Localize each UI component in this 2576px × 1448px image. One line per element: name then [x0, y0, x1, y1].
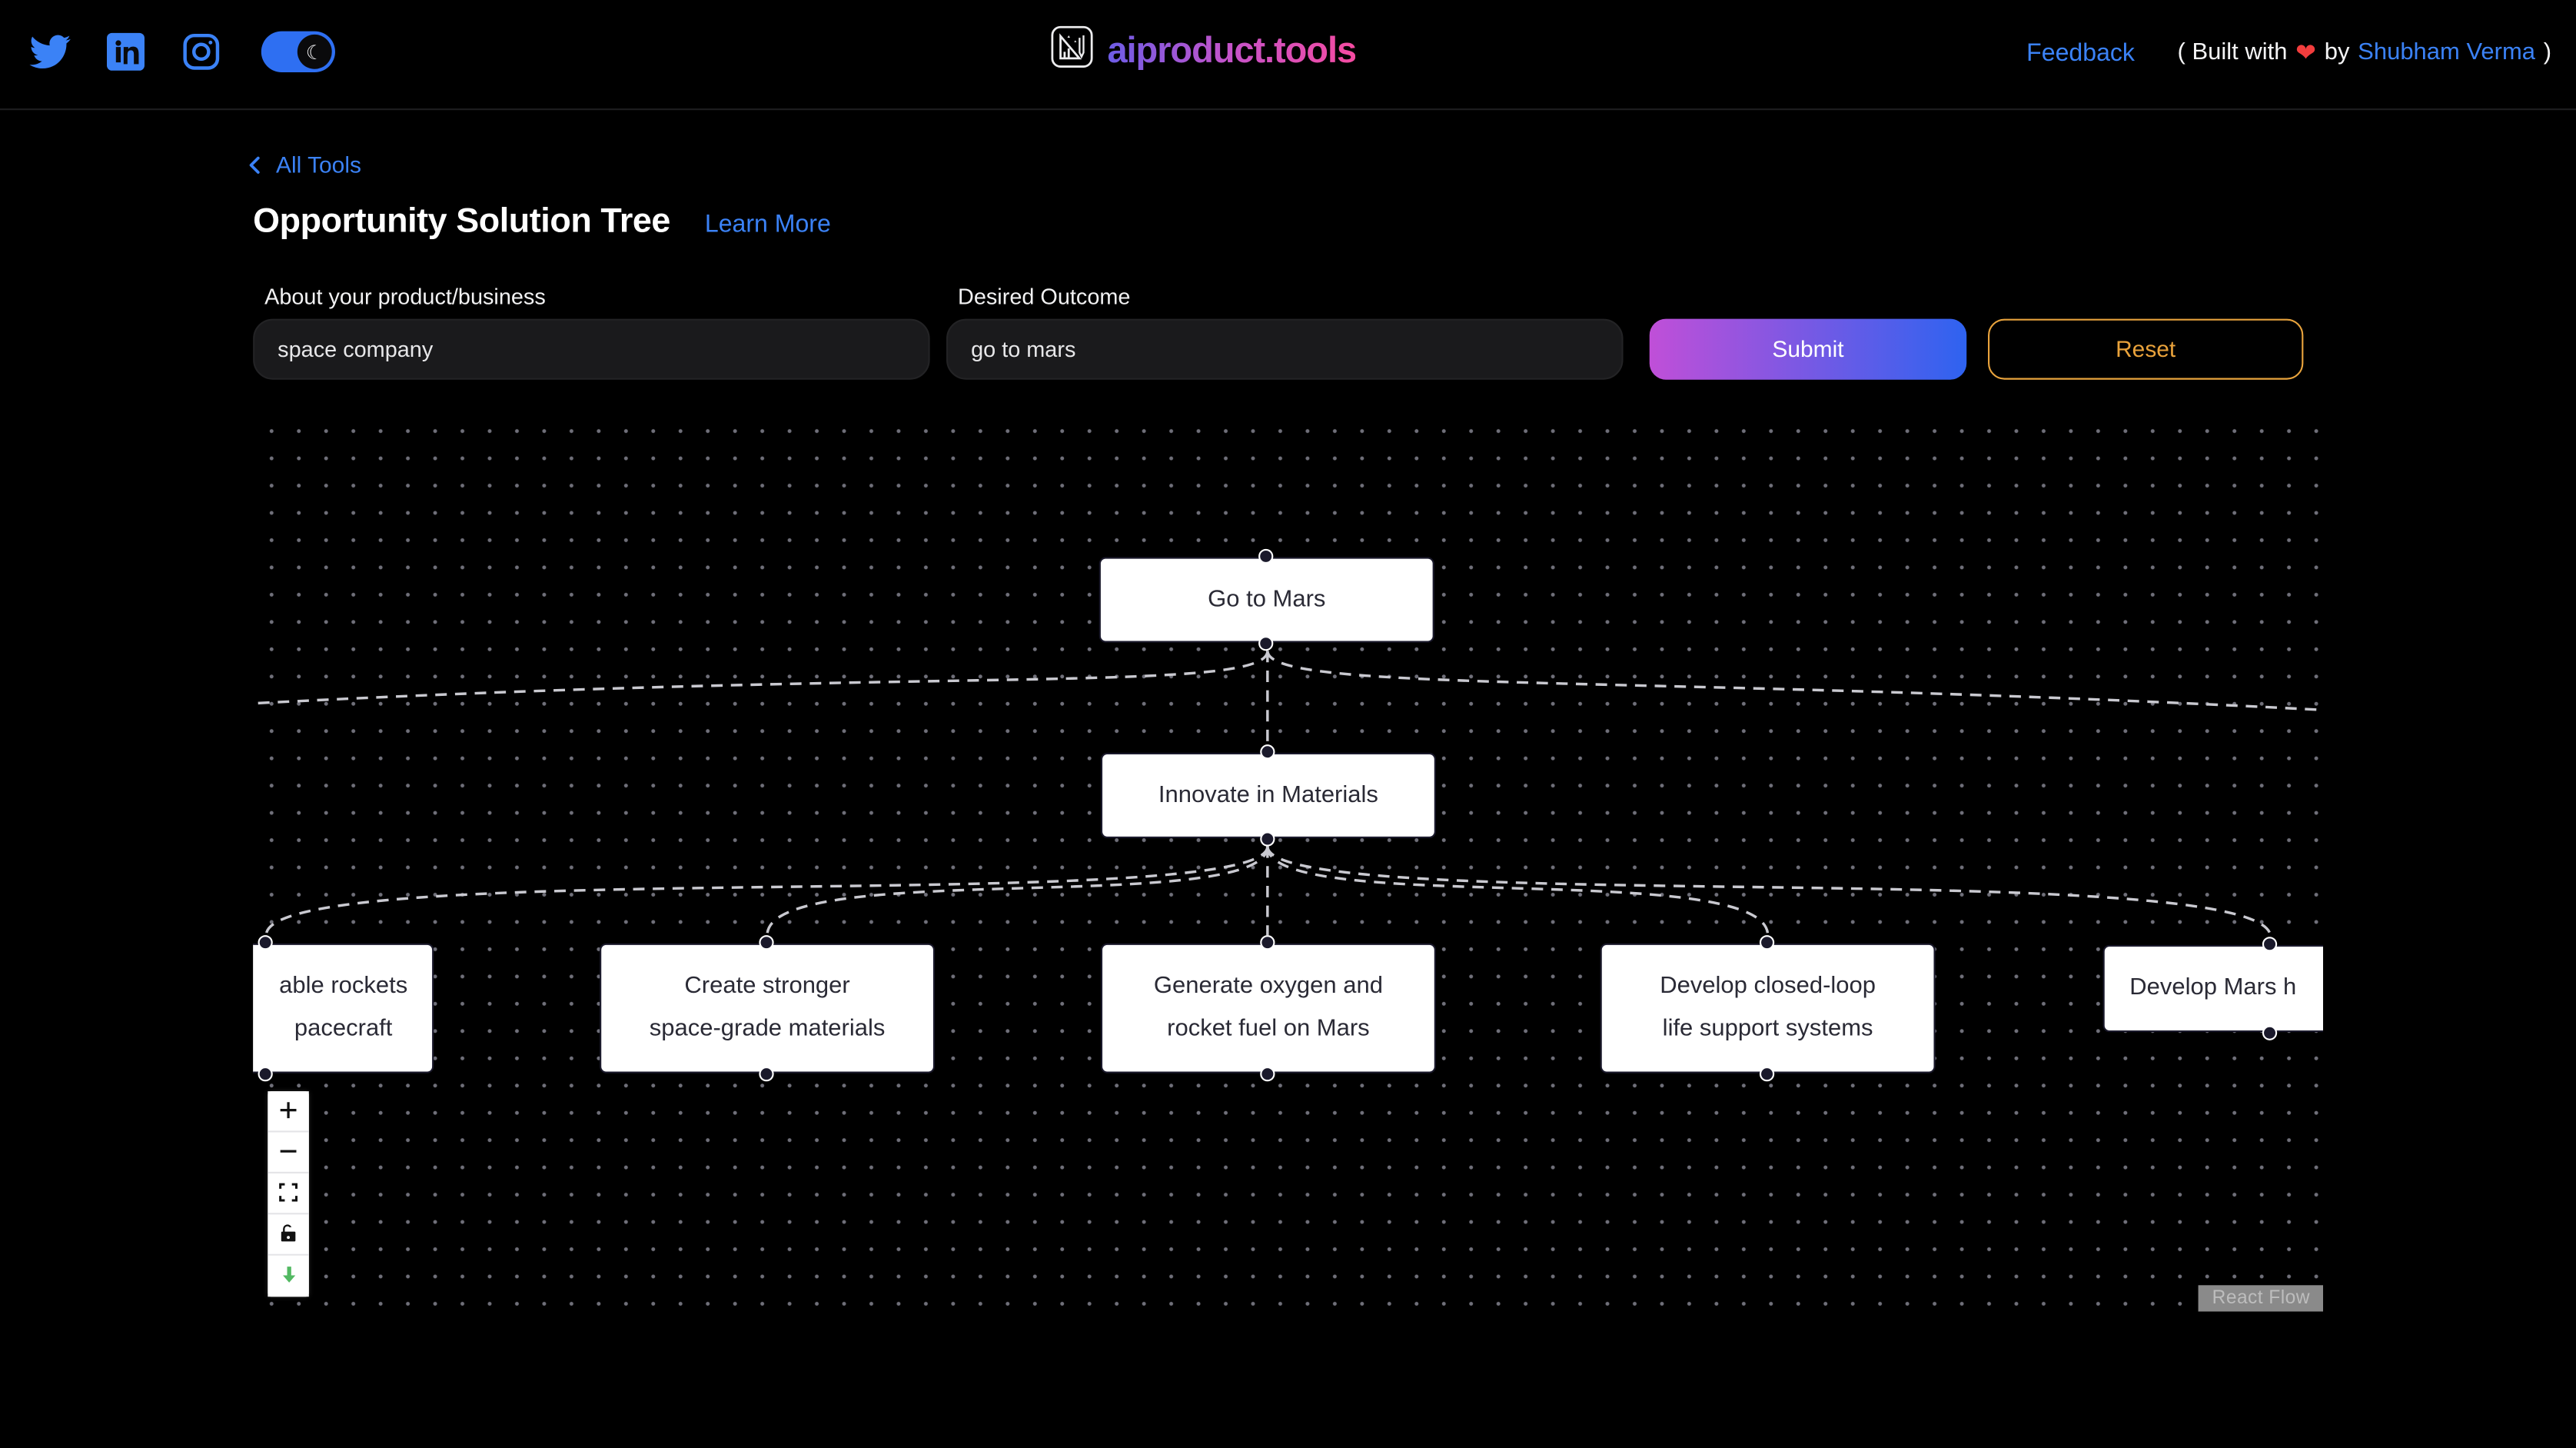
built-with-suffix: ) [2543, 39, 2552, 66]
node-handle[interactable] [1258, 635, 1274, 651]
built-with-prefix: ( Built with [2177, 39, 2288, 66]
moon-icon: ☾ [297, 34, 332, 69]
node-label: pacecraft [294, 1015, 393, 1042]
built-with-by: by [2324, 39, 2350, 66]
outcome-label: Desired Outcome [957, 283, 1131, 308]
node-label: able rockets [279, 973, 408, 1000]
node-stronger-materials[interactable]: Create stronger space-grade materials [600, 934, 936, 1081]
reset-button[interactable]: Reset [1988, 318, 2304, 379]
back-to-all-tools-link[interactable]: All Tools [244, 151, 361, 178]
input-form: About your product/business Desired Outc… [253, 284, 2576, 379]
node-label: rocket fuel on Mars [1167, 1015, 1370, 1042]
download-image-button[interactable] [268, 1254, 309, 1297]
unlock-icon [281, 1224, 296, 1242]
about-label: About your product/business [264, 283, 546, 308]
node-handle[interactable] [258, 1065, 273, 1081]
chevron-left-icon [249, 155, 260, 173]
header-right: Feedback ( Built with ❤ by Shubham Verma… [2026, 38, 2551, 67]
outcome-field-group: Desired Outcome [946, 284, 1624, 379]
fit-view-button[interactable] [268, 1172, 309, 1214]
node-label: space-grade materials [649, 1015, 886, 1042]
theme-toggle[interactable]: ☾ [261, 31, 335, 73]
download-arrow-icon [281, 1267, 295, 1283]
node-handle[interactable] [258, 934, 273, 950]
node-go-to-mars[interactable]: Go to Mars [1099, 548, 1434, 651]
outcome-input[interactable] [946, 318, 1624, 379]
learn-more-link[interactable]: Learn More [704, 209, 831, 238]
node-label: Go to Mars [1208, 585, 1326, 613]
social-links: ☾ [29, 31, 335, 73]
back-label: All Tools [276, 151, 361, 178]
edge-root-offscreen-right [1266, 650, 2324, 711]
node-handle[interactable] [1260, 744, 1275, 759]
flow-edges [253, 650, 2324, 937]
node-handle[interactable] [2262, 936, 2278, 951]
node-handle[interactable] [2262, 1024, 2278, 1040]
feedback-link[interactable]: Feedback [2026, 38, 2135, 67]
linkedin-icon[interactable] [105, 32, 146, 72]
title-row: Opportunity Solution Tree Learn More [253, 201, 2576, 241]
submit-button[interactable]: Submit [1649, 318, 1967, 379]
twitter-icon[interactable] [29, 32, 71, 72]
zoom-out-button[interactable] [268, 1131, 309, 1173]
edge-mid-c1 [264, 845, 1269, 935]
logo-text: aiproduct.tools [1107, 29, 1357, 72]
header: ☾ aiproduct.tools Feedback ( Built with [0, 0, 2576, 111]
node-handle[interactable] [759, 1065, 774, 1081]
about-field-group: About your product/business [253, 284, 930, 379]
node-label: Innovate in Materials [1158, 781, 1378, 808]
node-handle[interactable] [1260, 934, 1275, 950]
about-input[interactable] [253, 318, 930, 379]
node-handle[interactable] [1260, 831, 1275, 846]
edge-mid-c4 [1266, 845, 1770, 935]
instagram-icon[interactable] [181, 32, 221, 72]
lock-toggle-button[interactable] [268, 1213, 309, 1255]
flow-canvas[interactable]: Go to Mars Innovate in Materials able ro… [253, 410, 2324, 1311]
react-flow-attribution[interactable]: React Flow [2199, 1284, 2324, 1311]
node-handle[interactable] [1260, 1065, 1275, 1081]
edge-mid-c5 [1266, 845, 2272, 937]
author-link[interactable]: Shubham Verma [2358, 39, 2536, 66]
node-life-support[interactable]: Develop closed-loop life support systems [1600, 934, 1936, 1081]
logo[interactable]: aiproduct.tools [1050, 25, 1357, 77]
node-reusable-rockets[interactable]: able rockets pacecraft [253, 934, 434, 1081]
minus-icon [280, 1150, 297, 1153]
node-generate-oxygen[interactable]: Generate oxygen and rocket fuel on Mars [1100, 934, 1436, 1081]
node-label: Create stronger [684, 973, 850, 1000]
logo-mark-icon [1050, 25, 1095, 77]
node-handle[interactable] [1759, 1065, 1775, 1081]
zoom-in-button[interactable] [268, 1090, 309, 1132]
fit-view-icon [279, 1183, 298, 1202]
page-title: Opportunity Solution Tree [253, 201, 670, 239]
node-label: Develop closed-loop [1660, 973, 1876, 1000]
built-with-credit: ( Built with ❤ by Shubham Verma ) [2178, 38, 2552, 67]
node-handle[interactable] [1759, 934, 1775, 950]
edge-root-offscreen-left [253, 650, 1269, 704]
node-label: Develop Mars h [2129, 974, 2297, 1001]
node-develop-mars[interactable]: Develop Mars h [2102, 936, 2324, 1040]
node-handle[interactable] [759, 934, 774, 950]
plus-icon [280, 1102, 297, 1119]
flow-controls [268, 1090, 309, 1297]
edge-mid-c2 [766, 845, 1269, 935]
main-content: All Tools Opportunity Solution Tree Lear… [0, 110, 2576, 1311]
node-innovate-in-materials[interactable]: Innovate in Materials [1100, 744, 1436, 846]
node-label: Generate oxygen and [1153, 973, 1383, 1000]
heart-icon: ❤ [2295, 39, 2317, 68]
node-label: life support systems [1662, 1015, 1873, 1042]
node-handle[interactable] [1258, 548, 1274, 563]
